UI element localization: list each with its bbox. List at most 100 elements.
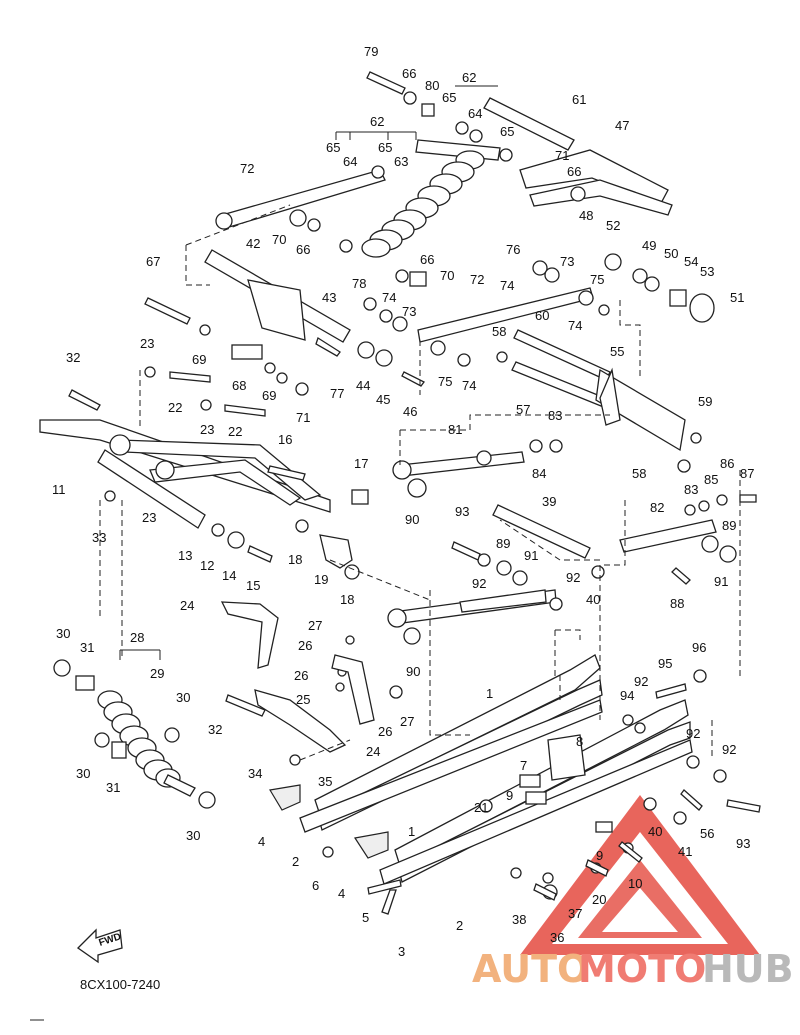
callout-labels: 79 66 80 62 65 64 61 47 62 65 64 65 63 6…: [52, 44, 754, 959]
callout-label: 74: [382, 290, 396, 305]
brackets: [220, 534, 375, 753]
front-swing-arm: [39, 419, 331, 529]
callout-label: 53: [700, 264, 714, 279]
callout-label: 43: [322, 290, 336, 305]
callout-label: 64: [468, 106, 482, 121]
callout-label: 21: [474, 800, 488, 815]
callout-label: 10: [628, 876, 642, 891]
callout-label: 91: [524, 548, 538, 563]
callout-label: 8: [576, 734, 583, 749]
callout-label: 2: [456, 918, 463, 933]
callout-label: 85: [704, 472, 718, 487]
callout-label: 23: [140, 336, 154, 351]
callout-label: 4: [338, 886, 345, 901]
callout-label: 26: [378, 724, 392, 739]
callout-label: 18: [288, 552, 302, 567]
diagram-code: 8CX100-7240: [80, 977, 160, 992]
callout-label: 9: [596, 848, 603, 863]
callout-label: 51: [730, 290, 744, 305]
callout-label: 44: [356, 378, 370, 393]
callout-label: 56: [700, 826, 714, 841]
callout-label: 24: [180, 598, 194, 613]
watermark-auto: AUTO: [472, 947, 589, 991]
callout-label: 95: [658, 656, 672, 671]
callout-label: 66: [402, 66, 416, 81]
watermark-triangle: [520, 795, 760, 955]
callout-label: 66: [567, 164, 581, 179]
callout-label: 65: [326, 140, 340, 155]
callout-label: 58: [492, 324, 506, 339]
callout-label: 93: [455, 504, 469, 519]
callout-label: 80: [425, 78, 439, 93]
watermark-hub: HUB: [702, 947, 794, 991]
callout-label: 2: [292, 854, 299, 869]
callout-label: 91: [714, 574, 728, 589]
callout-label: 90: [406, 664, 420, 679]
callout-label: 26: [298, 638, 312, 653]
callout-label: 40: [648, 824, 662, 839]
callout-label: 14: [222, 568, 236, 583]
callout-label: 70: [440, 268, 454, 283]
callout-label: 92: [686, 726, 700, 741]
callout-label: 48: [579, 208, 593, 223]
callout-label: 11: [52, 482, 66, 497]
callout-label: 13: [178, 548, 192, 563]
callout-label: 74: [568, 318, 582, 333]
callout-label: 87: [740, 466, 754, 481]
callout-label: 20: [592, 892, 606, 907]
callout-label: 30: [186, 828, 200, 843]
callout-label: 1: [408, 824, 415, 839]
callout-label: 52: [606, 218, 620, 233]
callout-label: 31: [80, 640, 94, 655]
callout-label: 66: [420, 252, 434, 267]
callout-label: 71: [296, 410, 310, 425]
callout-label: 68: [232, 378, 246, 393]
callout-label: 86: [720, 456, 734, 471]
callout-label: 79: [364, 44, 378, 59]
callout-label: 30: [76, 766, 90, 781]
callout-label: 38: [512, 912, 526, 927]
watermark-moto: MOTO: [578, 947, 706, 991]
callout-label: 32: [66, 350, 80, 365]
callout-label: 45: [376, 392, 390, 407]
watermark-text: AUTO MOTO HUB: [472, 947, 794, 991]
callout-label: 32: [208, 722, 222, 737]
callout-label: 30: [176, 690, 190, 705]
callout-label: 73: [402, 304, 416, 319]
callout-label: 22: [228, 424, 242, 439]
callout-label: 36: [550, 930, 564, 945]
callout-label: 19: [314, 572, 328, 587]
callout-label: 30: [56, 626, 70, 641]
callout-label: 24: [366, 744, 380, 759]
callout-label: 29: [150, 666, 164, 681]
callout-label: 93: [736, 836, 750, 851]
callout-label: 4: [258, 834, 265, 849]
callout-label: 42: [246, 236, 260, 251]
callout-label: 75: [590, 272, 604, 287]
callout-label: 59: [698, 394, 712, 409]
fwd-arrow-icon: FWD: [76, 928, 123, 964]
callout-label: 92: [634, 674, 648, 689]
callout-label: 27: [308, 618, 322, 633]
callout-label: 40: [586, 592, 600, 607]
callout-label: 1: [486, 686, 493, 701]
callout-label: 3: [398, 944, 405, 959]
callout-label: 17: [354, 456, 368, 471]
callout-label: 66: [296, 242, 310, 257]
callout-label: 49: [642, 238, 656, 253]
callout-label: 35: [318, 774, 332, 789]
callout-label: 22: [168, 400, 182, 415]
callout-label: 55: [610, 344, 624, 359]
callout-label: 12: [200, 558, 214, 573]
callout-label: 58: [632, 466, 646, 481]
callout-label: 89: [496, 536, 510, 551]
callout-label: 65: [378, 140, 392, 155]
callout-label: 65: [500, 124, 514, 139]
rear-arm-assembly: [204, 97, 686, 452]
callout-label: 64: [343, 154, 357, 169]
callout-label: 15: [246, 578, 260, 593]
callout-label: 31: [106, 780, 120, 795]
callout-label: 54: [684, 254, 698, 269]
callout-label: 81: [448, 422, 462, 437]
callout-label: 39: [542, 494, 556, 509]
